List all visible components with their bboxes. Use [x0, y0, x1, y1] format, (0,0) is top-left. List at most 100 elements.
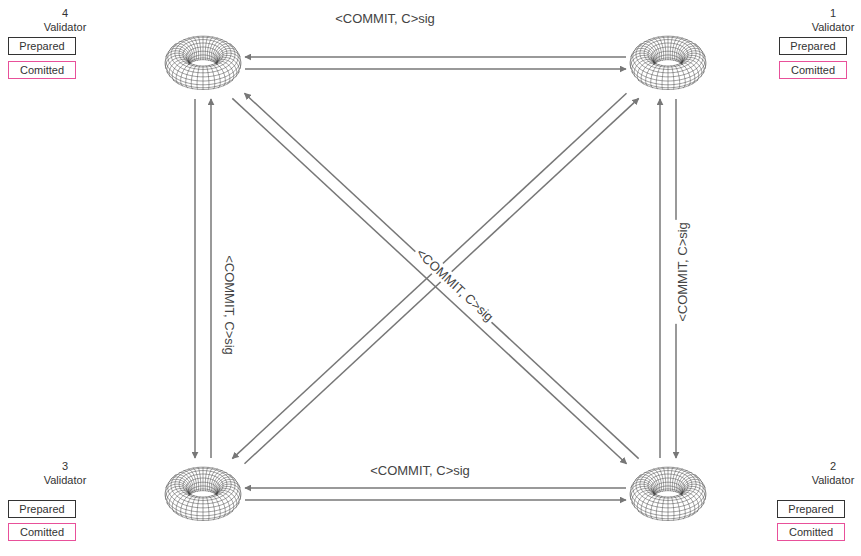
torus-wire	[168, 475, 238, 508]
torus-wire	[634, 59, 654, 77]
torus-wire	[173, 80, 233, 90]
message-label: <COMMIT, C>sig	[412, 244, 498, 326]
torus-wire	[633, 44, 703, 77]
state-box: Comitted	[779, 61, 847, 79]
message-arrow	[245, 56, 626, 58]
torus-wire	[654, 486, 682, 494]
message-arrow	[244, 93, 638, 458]
torus-wire	[637, 492, 654, 512]
validator-number: 3	[62, 460, 68, 473]
validator-label: Validator	[812, 21, 855, 34]
torus-wire	[189, 60, 218, 65]
torus-wire	[173, 511, 233, 521]
torus-wire	[648, 43, 688, 66]
torus-wire	[636, 467, 700, 504]
torus-wire	[633, 475, 703, 508]
torus-wire	[189, 58, 218, 64]
validator-label: Validator	[44, 474, 87, 487]
torus-wire	[179, 40, 227, 67]
message-arrow	[210, 99, 212, 458]
torus-wire	[640, 37, 696, 69]
validator-number: 2	[830, 460, 836, 473]
torus-wire	[654, 489, 683, 495]
state-text: Comitted	[20, 64, 64, 77]
torus-icon	[163, 29, 243, 97]
state-box: Comitted	[8, 61, 76, 79]
torus-wire	[654, 60, 683, 65]
message-arrow	[245, 487, 626, 489]
state-text: Comitted	[789, 526, 833, 539]
state-box: Comitted	[8, 523, 76, 541]
message-arrow	[244, 98, 638, 463]
message-label: <COMMIT, C>sig	[368, 463, 472, 478]
state-box: Prepared	[777, 500, 845, 518]
torus-wire	[179, 471, 227, 498]
torus-wire	[175, 37, 231, 69]
torus-wire	[167, 502, 240, 518]
state-text: Prepared	[19, 40, 64, 53]
torus-wire	[637, 61, 654, 81]
torus-wire	[644, 40, 692, 67]
torus-wire	[169, 490, 189, 508]
state-text: Prepared	[788, 503, 833, 516]
state-text: Prepared	[790, 40, 835, 53]
message-arrow	[194, 99, 196, 458]
torus-wire	[168, 44, 238, 77]
validator-node: 3Validator	[163, 460, 243, 528]
state-text: Comitted	[791, 64, 835, 77]
validator-number: 4	[62, 7, 68, 20]
torus-wire	[636, 36, 700, 73]
torus-icon	[628, 460, 708, 528]
validator-number: 1	[830, 7, 836, 20]
torus-wire	[638, 511, 698, 521]
torus-wire	[175, 468, 231, 500]
torus-wire	[638, 80, 698, 90]
torus-wire	[169, 59, 189, 77]
torus-wire	[648, 474, 688, 497]
state-text: Comitted	[20, 526, 64, 539]
message-arrow	[232, 93, 626, 458]
torus-wire	[651, 478, 685, 494]
torus-wire	[189, 55, 217, 63]
torus-wire	[186, 47, 220, 63]
message-arrow	[659, 99, 661, 458]
torus-wire	[632, 71, 705, 87]
torus-wire	[644, 471, 692, 498]
torus-wire	[171, 467, 235, 504]
torus-wire	[171, 36, 235, 73]
torus-wire	[172, 61, 189, 81]
torus-wire	[634, 490, 654, 508]
torus-wire	[172, 492, 189, 512]
torus-wire	[654, 58, 683, 64]
message-label: <COMMIT, C>sig	[333, 11, 437, 26]
torus-wire	[167, 71, 240, 87]
torus-wire	[654, 55, 682, 63]
torus-wire	[651, 47, 685, 63]
validator-node: 4Validator	[163, 29, 243, 97]
torus-wire	[183, 474, 223, 497]
message-arrow	[245, 68, 626, 70]
torus-wire	[183, 43, 223, 66]
state-box: Prepared	[8, 500, 76, 518]
message-label: <COMMIT, C>sig	[222, 253, 237, 357]
torus-wire	[189, 491, 218, 496]
torus-wire	[189, 489, 218, 495]
message-arrow	[245, 499, 626, 501]
torus-icon	[628, 29, 708, 97]
torus-wire	[186, 478, 220, 494]
validator-label: Validator	[812, 474, 855, 487]
state-box: Prepared	[8, 37, 76, 55]
validator-node: 2Validator	[628, 460, 708, 528]
message-arrow	[232, 98, 626, 463]
state-box: Comitted	[777, 523, 845, 541]
torus-wire	[654, 491, 683, 496]
torus-icon	[163, 460, 243, 528]
state-box: Prepared	[779, 37, 847, 55]
validator-label: Validator	[44, 21, 87, 34]
torus-wire	[189, 486, 217, 494]
validator-node: 1Validator	[628, 29, 708, 97]
message-label: <COMMIT, C>sig	[675, 220, 690, 324]
state-text: Prepared	[19, 503, 64, 516]
torus-wire	[640, 468, 696, 500]
